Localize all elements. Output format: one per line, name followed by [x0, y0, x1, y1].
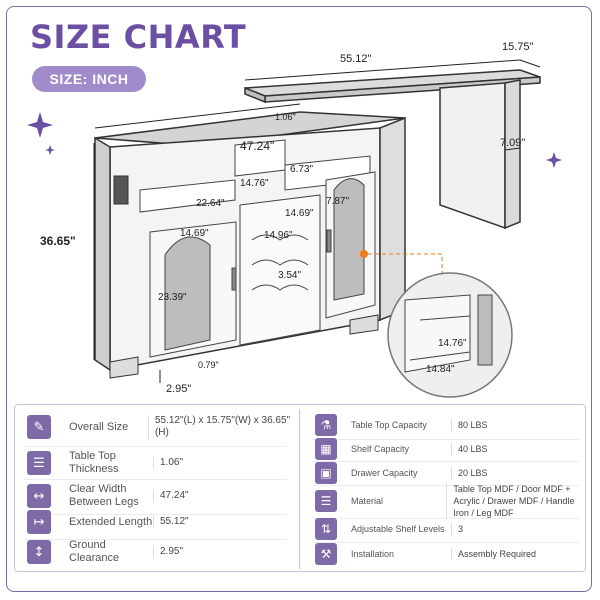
spec-column-left: ✎ Overall Size 55.12"(L) x 15.75"(W) x 3…: [15, 405, 295, 571]
drawer-icon: ▣: [315, 462, 337, 484]
layers-icon: ☰: [27, 451, 51, 475]
callout-dot: [360, 250, 368, 258]
dim-shelf-depth: 14.76": [438, 338, 467, 349]
spec-value: 40 LBS: [451, 443, 488, 455]
page-frame: [6, 6, 592, 592]
left-door: [149, 221, 237, 358]
dim-wine-slot: 3.54": [278, 270, 301, 281]
width-icon: ↔: [27, 484, 51, 508]
spec-table: ✎ Overall Size 55.12"(L) x 15.75"(W) x 3…: [14, 404, 586, 572]
dim-shelf-width: 14.84": [426, 364, 455, 375]
spec-value: Assembly Required: [451, 548, 536, 560]
spec-row: ☰ Material Table Top MDF / Door MDF + Ac…: [305, 483, 587, 519]
dim-cabinet-width: 47.24": [240, 139, 274, 153]
spec-row: ☰ Table Top Thickness 1.06": [15, 450, 295, 476]
dim-drawer-height: 6.73": [290, 164, 313, 175]
spec-divider: [299, 409, 300, 569]
spec-label: Overall Size: [69, 420, 129, 433]
dim-foot-height: 0.79": [198, 360, 219, 370]
spec-label: Material: [351, 496, 384, 506]
spec-row: ✎ Overall Size 55.12"(L) x 15.75"(W) x 3…: [15, 414, 295, 440]
dim-drawer-width: 22.64": [196, 198, 225, 209]
size-unit-badge: SIZE: INCH: [32, 66, 146, 92]
ruler-icon: ✎: [27, 415, 51, 439]
spec-label: Installation: [351, 549, 395, 559]
dim-leg-depth: 7.09": [500, 137, 525, 149]
spec-label: Clear Width Between Legs: [69, 483, 139, 508]
dim-wine-rack-depth: 14.69": [285, 208, 314, 219]
spec-label: Table Top Thickness: [69, 450, 119, 475]
dim-door-width: 14.69": [180, 228, 209, 239]
side-leg: [439, 79, 521, 230]
spec-label: Adjustable Shelf Levels: [351, 524, 445, 534]
spec-row: ▦ Shelf Capacity 40 LBS: [305, 437, 587, 461]
spec-label: Ground Clearance: [69, 539, 120, 564]
right-door: [325, 171, 376, 319]
dim-door-height: 23.39": [158, 292, 187, 303]
wine-rack: [239, 194, 321, 346]
power-outlet: [113, 175, 129, 205]
spec-row: ⚗ Table Top Capacity 80 LBS: [305, 413, 587, 437]
adjust-icon: ⇅: [315, 518, 337, 540]
shelf-detail-inset: 14.76" 14.84": [387, 272, 513, 398]
shelf-icon: ▦: [315, 438, 337, 460]
spec-row: ↦ Extended Length 55.12": [15, 509, 295, 535]
wrench-icon: ⚒: [315, 543, 337, 565]
spec-label: Extended Length: [69, 515, 153, 528]
spec-value: 20 LBS: [451, 467, 488, 479]
dim-wine-rack-width: 14.96": [264, 230, 293, 241]
dim-table-length: 55.12": [340, 53, 372, 65]
spec-value: 55.12"(L) x 15.75"(W) x 36.65"(H): [147, 415, 295, 439]
spec-label: Drawer Capacity: [351, 468, 418, 478]
extend-icon: ↦: [27, 510, 51, 534]
spec-value: Table Top MDF / Door MDF + Acrylic / Dra…: [446, 483, 587, 519]
spec-value: 1.06": [153, 457, 183, 469]
spec-row: ↕ Ground Clearance 2.95": [15, 539, 295, 565]
dim-table-thickness: 1.06": [275, 112, 296, 122]
weight-icon: ⚗: [315, 414, 337, 436]
spec-label: Shelf Capacity: [351, 444, 410, 454]
dim-height: 36.65": [40, 234, 76, 248]
dim-wine-rack-top-height: 7.87": [326, 196, 349, 207]
clearance-icon: ↕: [27, 540, 51, 564]
spec-value: 2.95": [153, 546, 183, 558]
cabinet-diagram: 55.12" 15.75" 1.06" 47.24" 7.09" 36.65" …: [27, 41, 562, 398]
spec-label: Table Top Capacity: [351, 420, 427, 430]
material-icon: ☰: [315, 490, 337, 512]
spec-value: 80 LBS: [451, 419, 488, 431]
dim-ground-clearance: 2.95": [166, 383, 191, 395]
spec-row: ↔ Clear Width Between Legs 47.24": [15, 480, 295, 512]
spec-value: 55.12": [153, 516, 189, 528]
spec-row: ▣ Drawer Capacity 20 LBS: [305, 461, 587, 485]
spec-row: ⇅ Adjustable Shelf Levels 3: [305, 517, 587, 541]
dim-table-depth: 15.75": [502, 41, 534, 53]
sparkle-icon: [27, 112, 562, 168]
spec-column-right: ⚗ Table Top Capacity 80 LBS ▦ Shelf Capa…: [305, 405, 587, 571]
page-title: SIZE CHART: [30, 18, 247, 56]
spec-row: ⚒ Installation Assembly Required: [305, 542, 587, 566]
spec-value: 3: [451, 523, 463, 535]
dim-drawer-depth: 14.76": [240, 178, 269, 189]
spec-value: 47.24": [153, 490, 189, 502]
